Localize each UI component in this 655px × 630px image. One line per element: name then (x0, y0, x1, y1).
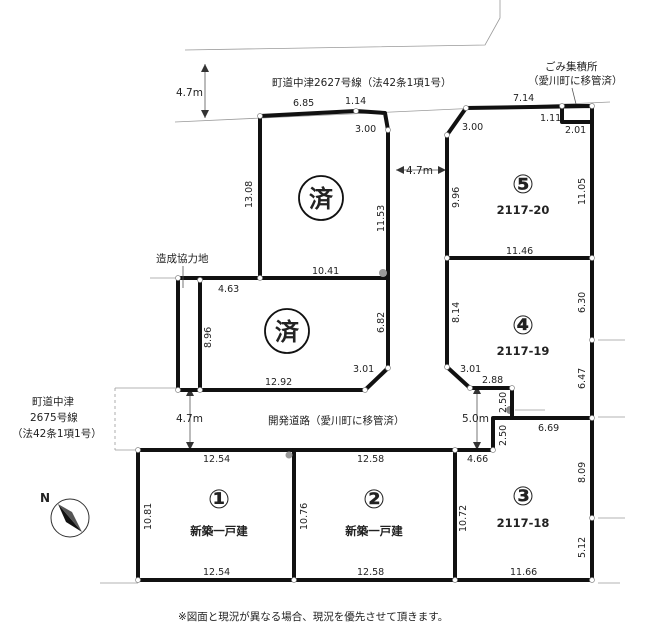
west-road-width: 4.7m (176, 413, 203, 425)
svg-text:12.92: 12.92 (265, 377, 292, 388)
svg-text:N: N (40, 491, 50, 505)
lot5-outline (445, 104, 594, 260)
svg-text:1.14: 1.14 (345, 96, 366, 107)
svg-text:8.14: 8.14 (451, 302, 462, 323)
svg-text:12.58: 12.58 (357, 454, 384, 465)
svg-text:12.58: 12.58 (357, 567, 384, 578)
dimension-labels: 6.85 1.14 3.00 13.08 11.53 10.41 4.63 8.… (143, 93, 588, 578)
dev-road-label: 開発道路（愛川町に移管済） (268, 414, 405, 427)
svg-text:13.08: 13.08 (244, 181, 255, 208)
lot3-parcel: 2117-18 (497, 516, 550, 530)
svg-text:12.54: 12.54 (203, 567, 230, 578)
svg-text:11.53: 11.53 (376, 205, 387, 232)
svg-text:6.47: 6.47 (577, 368, 588, 389)
lot5-parcel: 2117-20 (497, 203, 550, 217)
svg-text:5.12: 5.12 (577, 537, 588, 558)
lot1-outline (136, 448, 296, 582)
svg-text:4.66: 4.66 (467, 454, 488, 465)
svg-text:2.50: 2.50 (498, 392, 509, 413)
svg-text:10.81: 10.81 (143, 503, 154, 530)
svg-text:3.00: 3.00 (462, 122, 483, 133)
lot2-number: ② (363, 485, 385, 515)
svg-text:8.09: 8.09 (577, 462, 588, 483)
svg-text:済: 済 (275, 318, 300, 346)
north-road-width: 4.7m (176, 87, 203, 99)
svg-text:10.41: 10.41 (312, 266, 339, 277)
lot3-number: ③ (512, 482, 534, 512)
lot4-outline (445, 256, 594, 420)
lot4-number: ④ (512, 311, 534, 341)
svg-text:4.63: 4.63 (218, 284, 239, 295)
sold-mark-top: 済 (298, 175, 344, 221)
svg-text:町道中津: 町道中津 (32, 395, 74, 408)
svg-text:2.50: 2.50 (498, 425, 509, 446)
footnote: ※図面と現況が異なる場合、現況を優先させて頂きます。 (178, 610, 448, 623)
svg-text:3.01: 3.01 (460, 364, 481, 375)
svg-text:11.46: 11.46 (506, 246, 533, 257)
svg-text:6.82: 6.82 (376, 312, 387, 333)
lot1-number: ① (208, 485, 230, 515)
svg-text:6.69: 6.69 (538, 423, 559, 434)
svg-text:12.54: 12.54 (203, 454, 230, 465)
svg-text:（法42条1項1号）: （法42条1項1号） (12, 427, 102, 440)
svg-text:9.96: 9.96 (451, 187, 462, 208)
corner-markers (135, 103, 595, 583)
north-road-label: 町道中津2627号線（法42条1項1号） (272, 76, 451, 89)
svg-text:1.11: 1.11 (540, 113, 561, 124)
west-road-label: 町道中津 2675号線 （法42条1項1号） (12, 395, 102, 440)
lot2-outline (292, 448, 457, 582)
north-arrow-icon: N (40, 491, 90, 538)
lot4-parcel: 2117-19 (497, 344, 550, 358)
svg-text:8.96: 8.96 (203, 327, 214, 348)
lot-sold-mid-outline (176, 276, 390, 392)
svg-text:（愛川町に移管済）: （愛川町に移管済） (528, 74, 623, 87)
lot2-label: 新築一戸建 (345, 524, 403, 538)
svg-text:10.72: 10.72 (458, 505, 469, 532)
svg-text:6.30: 6.30 (577, 292, 588, 313)
svg-text:3.00: 3.00 (355, 124, 376, 135)
garbage-area-outline (560, 104, 594, 124)
lot5-number: ⑤ (512, 170, 534, 200)
sold-mark-mid: 済 (264, 308, 310, 354)
svg-text:11.66: 11.66 (510, 567, 537, 578)
svg-text:2.88: 2.88 (482, 375, 503, 386)
mid-road-width: 4.7m (406, 165, 433, 177)
svg-text:7.14: 7.14 (513, 93, 534, 104)
width-arrows (186, 64, 481, 450)
dev-road-width: 5.0m (462, 413, 489, 425)
svg-text:2.01: 2.01 (565, 125, 586, 136)
cooperation-label: 造成協力地 (156, 252, 209, 265)
svg-text:6.85: 6.85 (293, 98, 314, 109)
svg-text:ごみ集積所: ごみ集積所 (545, 60, 598, 73)
svg-text:3.01: 3.01 (353, 364, 374, 375)
garbage-label: ごみ集積所 （愛川町に移管済） (528, 60, 623, 87)
svg-text:10.76: 10.76 (299, 503, 310, 530)
svg-text:済: 済 (309, 185, 334, 213)
svg-text:2675号線: 2675号線 (30, 411, 78, 424)
svg-text:11.05: 11.05 (577, 178, 588, 205)
lot1-label: 新築一戸建 (190, 524, 248, 538)
